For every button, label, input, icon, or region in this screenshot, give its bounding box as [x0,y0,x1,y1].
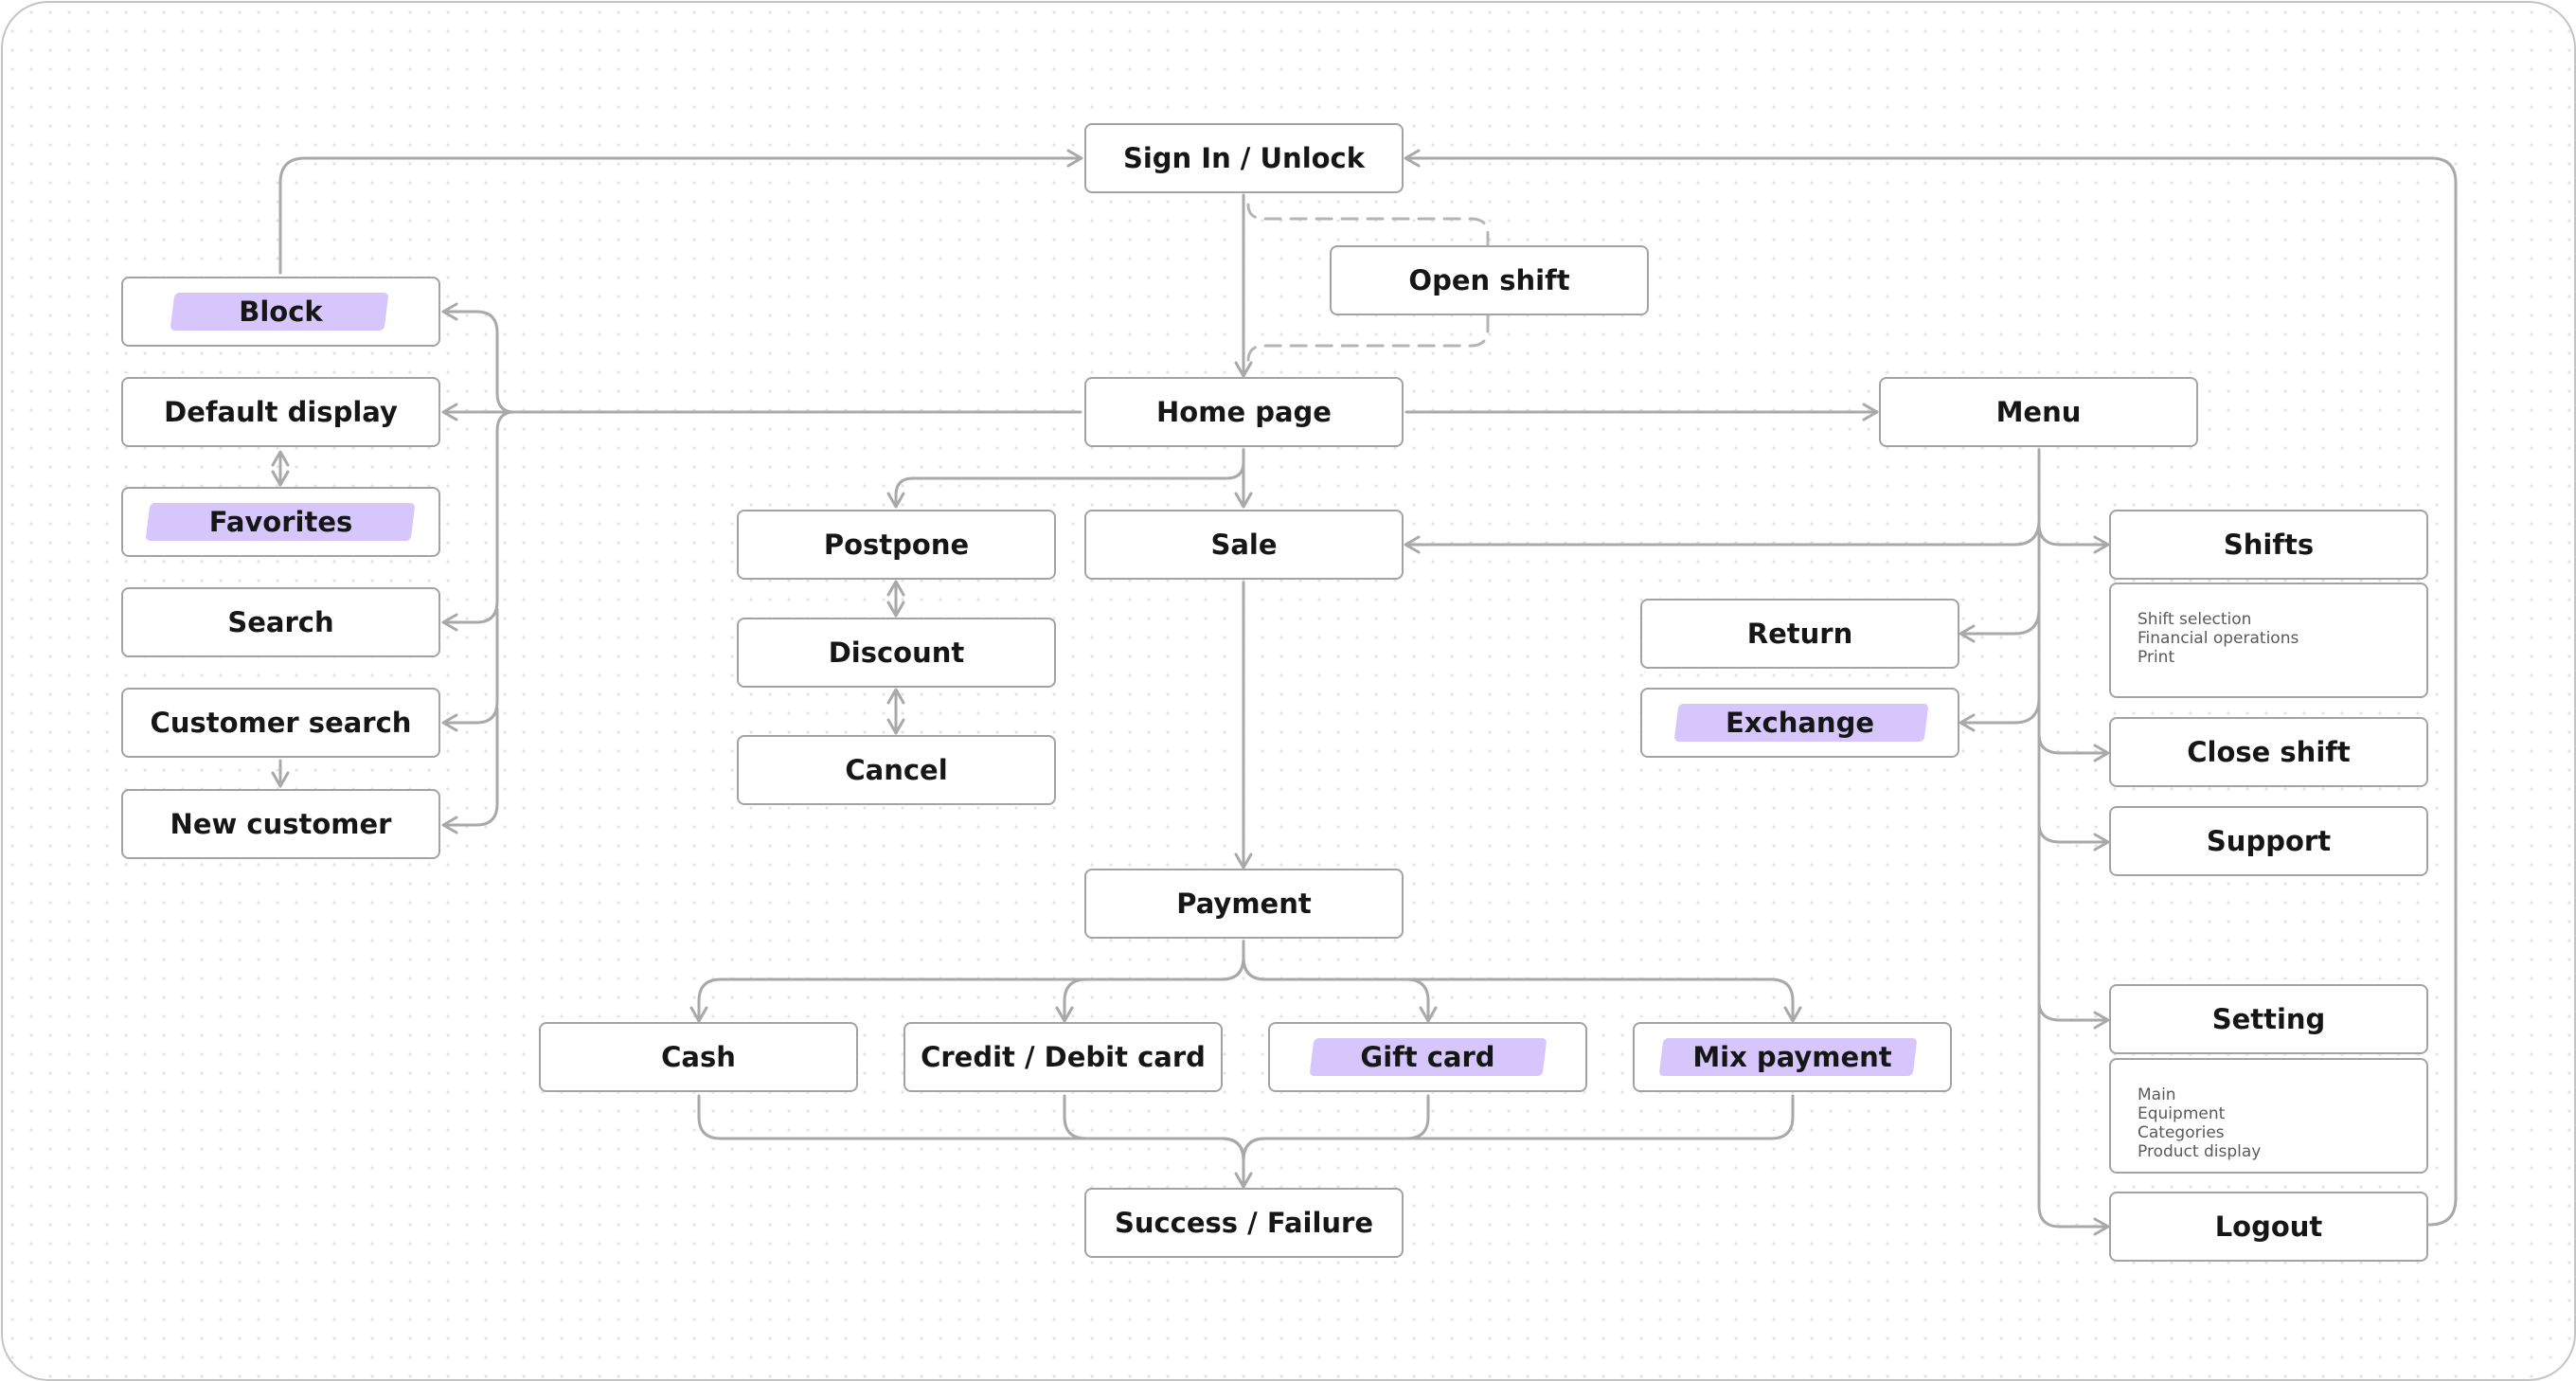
node-label: Support [2206,825,2332,857]
node-new-customer: New customer [121,789,440,859]
node-label: Return [1746,618,1853,650]
node-sale: Sale [1084,510,1404,580]
node-label: Postpone [823,529,970,561]
node-label: Search [227,606,334,638]
node-customer-search: Customer search [121,688,440,758]
note-line: Product display [2138,1142,2262,1161]
node-label: Success / Failure [1114,1207,1374,1239]
node-label: Gift card [1360,1041,1495,1073]
node-search: Search [121,587,440,657]
node-shifts: Shifts [2109,510,2428,580]
node-label: Shifts [2223,529,2315,561]
node-postpone: Postpone [737,510,1056,580]
note-line: Categories [2138,1123,2225,1142]
node-discount: Discount [737,618,1056,688]
node-label: Sign In / Unlock [1122,142,1366,174]
node-label: Payment [1176,888,1312,920]
note-line: Print [2138,648,2175,667]
node-setting: Setting [2109,984,2428,1054]
node-support: Support [2109,806,2428,876]
node-open-shift: Open shift [1330,245,1649,315]
node-menu: Menu [1879,377,2198,447]
note-line: Shift selection [2138,610,2252,629]
setting-details-note: Main Equipment Categories Product displa… [2109,1058,2428,1174]
node-label: Mix payment [1692,1041,1892,1073]
shifts-details-note: Shift selection Financial operations Pri… [2109,583,2428,698]
node-home-page: Home page [1084,377,1404,447]
node-block: Block [121,277,440,347]
node-exchange: Exchange [1640,688,1959,758]
node-label: Cancel [845,754,948,786]
node-label: Setting [2211,1003,2326,1035]
connector-lines [271,149,2458,1236]
node-label: Home page [1156,396,1332,428]
node-label: Discount [828,637,965,669]
node-credit-debit-card: Credit / Debit card [903,1022,1223,1092]
node-gift-card: Gift card [1268,1022,1587,1092]
node-mix-payment: Mix payment [1633,1022,1952,1092]
node-close-shift: Close shift [2109,717,2428,787]
node-label: Logout [2214,1211,2323,1243]
node-label: Exchange [1726,707,1874,739]
node-label: Close shift [2187,736,2351,768]
note-line: Financial operations [2138,629,2299,648]
node-label: Default display [164,396,398,428]
node-label: Customer search [150,707,412,739]
node-label: New customer [170,808,392,840]
node-return: Return [1640,599,1959,669]
node-favorites: Favorites [121,487,440,557]
node-label: Sale [1210,529,1278,561]
node-label: Block [239,296,323,328]
node-cash: Cash [539,1022,858,1092]
node-label: Credit / Debit card [921,1041,1206,1073]
node-cancel: Cancel [737,735,1056,805]
note-line: Equipment [2138,1104,2226,1123]
note-line: Main [2138,1085,2176,1104]
node-label: Favorites [208,506,353,538]
node-label: Menu [1995,396,2082,428]
node-success-failure: Success / Failure [1084,1188,1404,1258]
node-label: Cash [661,1041,736,1073]
node-default-display: Default display [121,377,440,447]
node-sign-in: Sign In / Unlock [1084,123,1404,193]
node-logout: Logout [2109,1192,2428,1262]
node-payment: Payment [1084,869,1404,939]
node-label: Open shift [1408,264,1570,296]
